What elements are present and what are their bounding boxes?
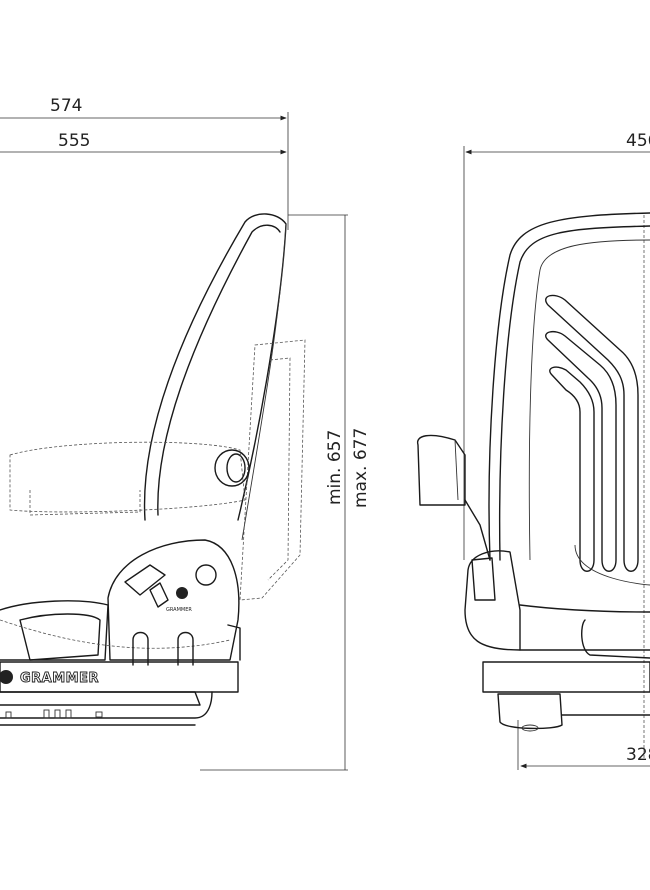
grammer-logo-text: GRAMMER: [20, 671, 99, 686]
dimension-label-574: 574: [50, 96, 82, 116]
dimension-label-328: 328: [626, 745, 650, 765]
dimension-height: min. 657 max. 677: [200, 214, 371, 771]
seat-front-view: [417, 212, 650, 732]
seat-side-view: GRAMMER GRAMMER: [0, 213, 306, 726]
dimension-456: 456: [463, 131, 650, 560]
grammer-logo-icon: [0, 670, 13, 684]
dimension-label-max-677: max. 677: [351, 428, 371, 508]
small-logo-text: GRAMMER: [166, 607, 192, 613]
small-logo-icon: [176, 587, 188, 599]
dimension-label-456: 456: [626, 131, 650, 151]
dimension-label-min-657: min. 657: [325, 430, 345, 505]
dimension-555: 555: [0, 131, 287, 155]
dimension-label-555: 555: [58, 131, 90, 151]
dimension-574: 574: [0, 96, 287, 121]
